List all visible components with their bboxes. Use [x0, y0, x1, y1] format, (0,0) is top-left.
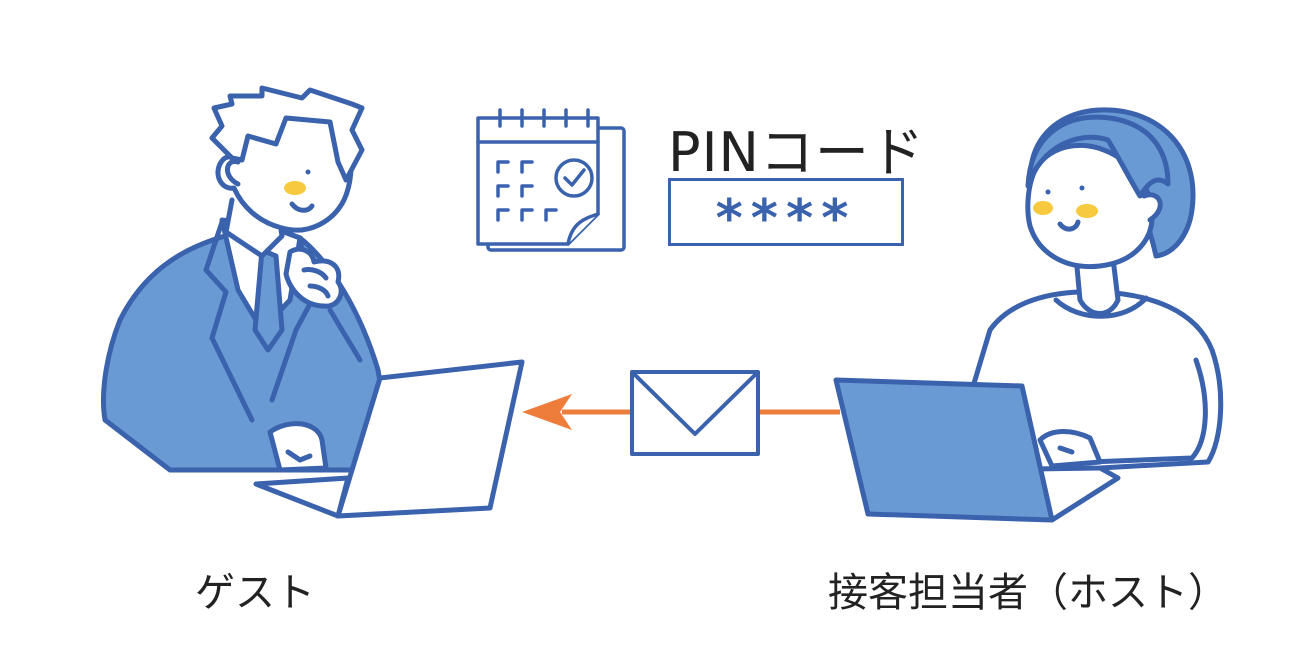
host-eye-left — [1045, 189, 1051, 195]
guest-typing-hand — [267, 421, 329, 473]
host-ear — [1141, 192, 1163, 223]
guest-lapel-left — [203, 219, 255, 423]
host-laptop — [833, 377, 1121, 523]
guest-mouth — [289, 201, 315, 213]
host-laptop-base — [1050, 465, 1121, 523]
guest-label: ゲスト — [195, 570, 315, 616]
host-label: 接客担当者（ホスト） — [828, 570, 1228, 616]
guest-cheek — [284, 181, 306, 195]
pin-code-field: **** — [668, 178, 904, 246]
host-laptop-screen — [833, 377, 1055, 523]
guest-eye — [305, 169, 311, 175]
guest-figure — [101, 85, 398, 473]
host-cheek-left — [1033, 201, 1053, 215]
guest-arm — [327, 307, 363, 363]
guest-tie — [252, 247, 285, 353]
pin-code-title: PINコード — [668, 121, 925, 184]
arrow-left-icon — [522, 394, 840, 430]
guest-laptop-base — [253, 475, 351, 519]
host-neckline — [1053, 295, 1149, 319]
guest-laptop-screen — [335, 359, 525, 519]
host-mouth — [1057, 219, 1081, 232]
calendar-check-icon — [476, 108, 626, 252]
envelope-icon — [630, 370, 760, 456]
host-bangs — [1025, 114, 1171, 199]
arrow-head — [522, 394, 572, 430]
pin-code-mask: **** — [715, 189, 857, 249]
host-cheek-right — [1076, 204, 1098, 218]
host-arm — [1087, 357, 1208, 465]
host-eye-right — [1079, 185, 1085, 191]
guest-ear — [225, 158, 241, 187]
guest-laptop — [253, 359, 525, 519]
guest-hair — [209, 85, 365, 183]
